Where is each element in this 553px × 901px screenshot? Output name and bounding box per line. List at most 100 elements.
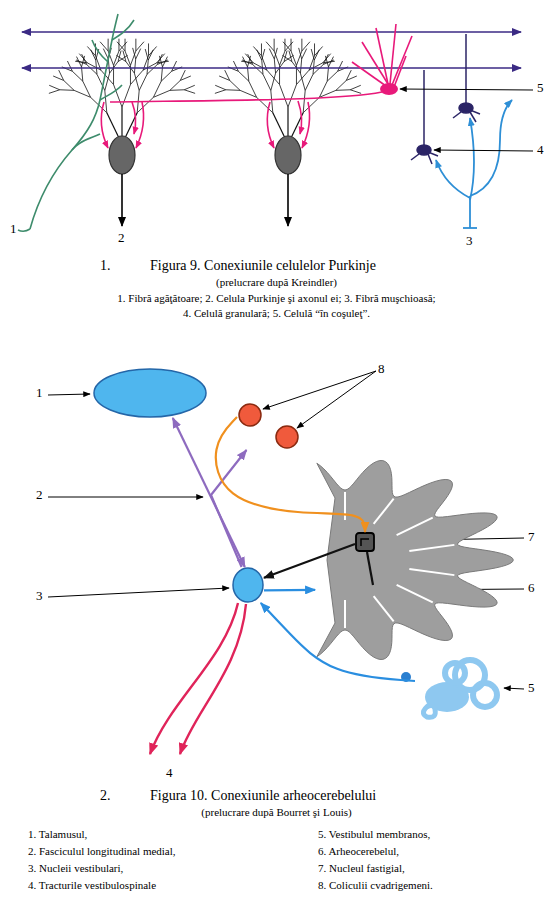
key-item: 3. Nucleii vestibulari, (28, 862, 123, 875)
dendrite-branch (238, 71, 248, 81)
dendrite-branch (60, 89, 74, 91)
dendrite-branch (346, 76, 357, 80)
dendrite-branch (123, 51, 126, 62)
dendrite-branch (125, 39, 126, 51)
callout-number: 2 (36, 488, 43, 503)
dendrite-branch (67, 61, 72, 71)
dendrite-branch (75, 61, 87, 63)
dendrite-branch (325, 56, 328, 67)
dendrite-branch (118, 55, 128, 61)
dendrite-branch (350, 85, 361, 89)
dendrite-branch (114, 85, 122, 107)
dendrite-branch (87, 46, 95, 55)
dendrite-branch (233, 61, 238, 71)
dendrite-branch (148, 50, 153, 60)
vestibule-shape: 5 (415, 655, 500, 720)
dendrite-branch (301, 39, 302, 51)
leader-line (48, 371, 524, 689)
dendrite-branch (289, 51, 292, 62)
dendrite-branch (119, 42, 127, 51)
cerebellum-outline (317, 461, 513, 660)
vestibular-nuclei: 3 (232, 567, 264, 603)
colliculi-group: 8 (237, 403, 300, 450)
callout-number: 7 (528, 530, 535, 545)
node-outline (315, 448, 520, 666)
dendrite-branch (180, 76, 191, 80)
connector-arrow (261, 603, 415, 681)
dendrite-branch (314, 50, 319, 60)
basket-cell (101, 24, 412, 148)
dendrite-branch (309, 63, 323, 70)
dendrite-branch (253, 64, 263, 74)
dendrite-branch (280, 85, 288, 107)
dendrite-branch (303, 90, 305, 112)
dendrite-branch (162, 57, 167, 67)
node-outline (237, 403, 300, 450)
climbing-fiber (18, 14, 134, 231)
node-outline (93, 368, 207, 418)
dendrite-branch (170, 89, 184, 91)
fissure-line (397, 585, 433, 602)
fissure-line (374, 596, 394, 621)
dendrite-branch (241, 61, 253, 63)
node-outline (415, 655, 500, 720)
callout-number: 4 (537, 143, 544, 158)
callout-number: 2 (118, 231, 125, 246)
mossy-fiber (436, 100, 512, 228)
connector-arrow (216, 417, 365, 532)
connector-arrow (264, 544, 355, 578)
figure-number: 1. (100, 258, 111, 274)
dendrite-branch (300, 59, 301, 73)
dendrite-branch (100, 42, 108, 51)
granule-cell (411, 34, 480, 164)
figure-source: (prelucrare după Kreindler) (0, 276, 553, 289)
dendrite-branch (136, 49, 141, 59)
dendrite-branch (271, 90, 273, 112)
key-item: 5. Vestibulul membranos, (318, 828, 430, 841)
callout-number: 5 (537, 81, 544, 96)
dendrite-branch (215, 85, 226, 89)
dendrite-branch (230, 80, 240, 90)
key-item: 4. Tracturile vestibulospinale (28, 879, 156, 892)
dendrite-branch (134, 59, 135, 73)
dendrite-branch (72, 71, 82, 81)
key-item: 7. Nucleul fastigial, (318, 862, 405, 875)
dendrite-branch (266, 42, 274, 51)
dendrite-branch (336, 89, 350, 91)
callout-number: 4 (166, 766, 173, 781)
dendrite-branch (328, 57, 333, 67)
callout-number: 5 (528, 681, 535, 696)
fissure-line (409, 569, 454, 575)
dendrite-branch (137, 97, 153, 112)
callout-number: 6 (528, 581, 535, 596)
dendrite-branch (170, 80, 180, 90)
dendrite-branch (327, 71, 337, 81)
dendrite-branch (125, 51, 130, 65)
fastigial-nucleus: 7 (355, 532, 375, 552)
dendrite-branch (267, 70, 280, 84)
leader-line (400, 89, 533, 151)
figure-key: 4. Celulă granulară; 5. Celulă “în coşul… (0, 307, 553, 320)
cochlear-duct (423, 705, 435, 717)
dendrite-branch (133, 48, 136, 59)
dendrite-branch (59, 70, 64, 80)
thalamus-ellipse: 1 (93, 368, 207, 418)
dendrite-branch (302, 49, 307, 59)
dendrite-branch (49, 90, 60, 94)
connector-arrow (367, 552, 373, 585)
vestibular-ganglion (401, 672, 411, 682)
dendrite-branch (145, 49, 148, 60)
dendrite-branch (327, 67, 328, 81)
callout-number: 3 (36, 589, 43, 604)
dendrite-branch (274, 59, 275, 73)
figure-source: (prelucrare după Bourret şi Louis) (0, 806, 553, 819)
dendrite-branch (135, 39, 136, 51)
dendrite-branch (134, 73, 139, 90)
dendrite-branch (280, 51, 285, 65)
colliculus-circle (239, 404, 261, 426)
key-item: 6. Arheocerebelul, (318, 845, 399, 858)
nucleus-outline (94, 369, 206, 417)
dendrite-branch (336, 80, 346, 90)
